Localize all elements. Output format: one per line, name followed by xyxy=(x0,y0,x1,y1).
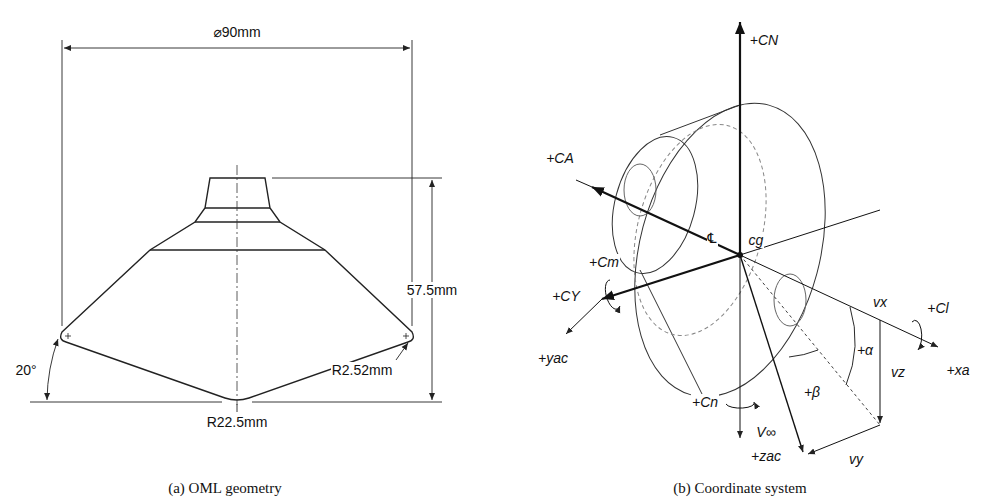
axis-label: +yac xyxy=(537,350,569,366)
dimension-label: ⌀90mm xyxy=(212,24,261,40)
axis-label: +CN xyxy=(749,32,779,48)
vector-label: vz xyxy=(890,364,906,380)
axis-label: +CY xyxy=(551,288,581,304)
angle-label: +β xyxy=(803,384,821,400)
axis-label: +Cl xyxy=(926,300,949,316)
axis-label: +CA xyxy=(545,150,575,166)
figure-caption: (b) Coordinate system xyxy=(672,480,807,496)
figure-caption: (a) OML geometry xyxy=(167,480,283,496)
angle-label: +α xyxy=(856,342,874,358)
angle-label: 20° xyxy=(14,362,37,378)
radius-label: R22.5mm xyxy=(206,414,269,430)
dimension-label: 57.5mm xyxy=(406,282,459,298)
axis-label: +Cm xyxy=(588,254,620,270)
point-label: cg xyxy=(748,232,765,248)
vector-label: vx xyxy=(872,294,888,310)
centerline-symbol: ℄ xyxy=(707,230,718,246)
vector-label: vy xyxy=(848,451,864,467)
vector-label: V∞ xyxy=(755,424,776,440)
axis-label: +xa xyxy=(946,362,971,378)
axis-label: +zac xyxy=(750,448,782,464)
axis-label: +Cn xyxy=(691,394,719,410)
radius-label: R2.52mm xyxy=(331,362,394,378)
